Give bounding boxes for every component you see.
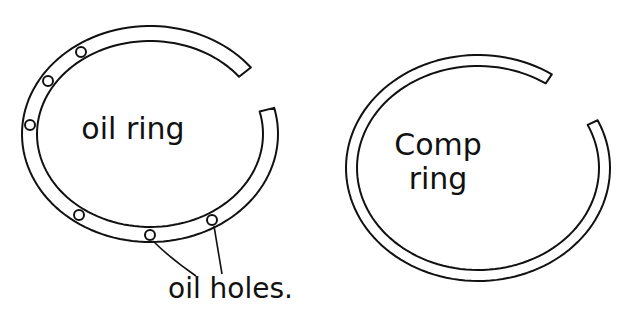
piston-ring: oil ring bbox=[18, 22, 282, 244]
oil-hole bbox=[145, 230, 155, 240]
ring-outline bbox=[343, 52, 613, 284]
oil-holes bbox=[25, 47, 217, 240]
oil-hole bbox=[43, 76, 53, 86]
leader-line bbox=[214, 226, 222, 274]
ring-name: oil ring bbox=[58, 112, 208, 146]
ring-name: Comp ring bbox=[383, 128, 493, 196]
leader-lines bbox=[153, 226, 222, 276]
leader-line bbox=[153, 241, 196, 276]
ring-band bbox=[346, 55, 610, 281]
part-label: oil holes. bbox=[168, 272, 293, 305]
oil-hole bbox=[76, 47, 86, 57]
oil-hole bbox=[25, 120, 35, 130]
piston-ring: Comp ring bbox=[343, 52, 613, 284]
oil-hole bbox=[207, 215, 217, 225]
oil-hole bbox=[74, 210, 84, 220]
ring-band bbox=[22, 26, 278, 242]
